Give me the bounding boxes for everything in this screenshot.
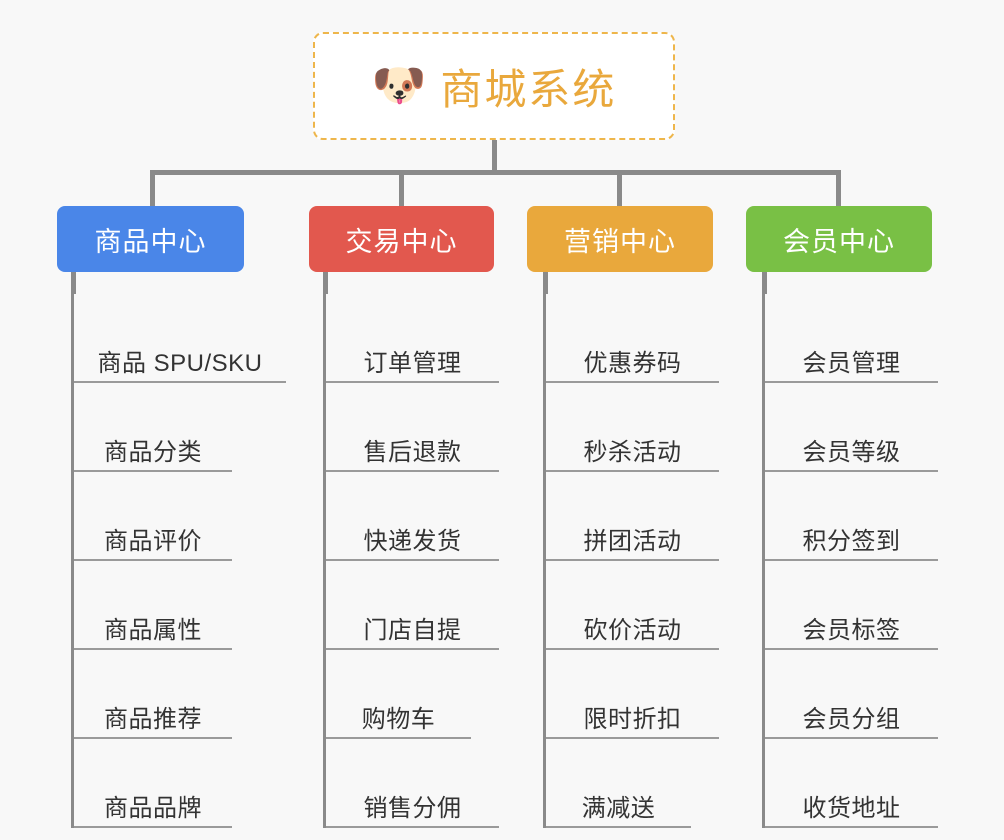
leaf-label: 售后退款: [363, 438, 462, 466]
leaf-item[interactable]: 会员标签: [765, 561, 938, 650]
leaf-label: 秒杀活动: [583, 438, 682, 466]
leaf-label: 拼团活动: [583, 527, 682, 555]
category-node-4[interactable]: 会员中心: [746, 206, 932, 272]
leaf-item[interactable]: 商品 SPU/SKU: [74, 294, 286, 383]
leaf-label: 商品品牌: [104, 794, 202, 822]
leaf-label: 购物车: [361, 705, 436, 733]
leaf-label: 快递发货: [363, 527, 462, 555]
leaf-column-3: 优惠券码 秒杀活动 拼团活动 砍价活动 限时折扣 满减送: [543, 294, 719, 828]
category-node-2[interactable]: 交易中心: [309, 206, 494, 272]
leaf-label: 收货地址: [802, 794, 901, 822]
root-title: 商城系统: [440, 65, 617, 113]
leaf-label: 销售分佣: [363, 794, 462, 822]
leaf-label: 会员分组: [802, 705, 901, 733]
leaf-label: 优惠券码: [583, 349, 682, 377]
leaf-label: 满减送: [581, 794, 656, 822]
leaf-item[interactable]: 砍价活动: [546, 561, 719, 650]
connector-root-stem: [492, 140, 497, 172]
leaf-label: 商品评价: [104, 527, 202, 555]
category-label-1: 商品中心: [94, 226, 207, 257]
leaf-item[interactable]: 优惠券码: [546, 294, 719, 383]
category-label-2: 交易中心: [345, 226, 458, 257]
leaf-label: 会员管理: [802, 349, 901, 377]
leaf-label: 会员等级: [802, 438, 901, 466]
leaf-label: 限时折扣: [583, 705, 682, 733]
leaf-column-2: 订单管理 售后退款 快递发货 门店自提 购物车 销售分佣: [323, 294, 499, 828]
leaf-item[interactable]: 收货地址: [765, 739, 938, 828]
connector-drop-2: [399, 170, 404, 206]
root-node[interactable]: 🐶 商城系统: [313, 32, 675, 140]
leaf-item[interactable]: 快递发货: [326, 472, 499, 561]
leaf-item[interactable]: 会员等级: [765, 383, 938, 472]
leaf-label: 商品属性: [104, 616, 202, 644]
leaf-item[interactable]: 满减送: [546, 739, 691, 828]
connector-drop-3: [617, 170, 622, 206]
leaf-item[interactable]: 商品分类: [74, 383, 232, 472]
leaf-item[interactable]: 商品评价: [74, 472, 232, 561]
leaf-item[interactable]: 限时折扣: [546, 650, 719, 739]
leaf-item[interactable]: 订单管理: [326, 294, 499, 383]
dog-face-icon: 🐶: [371, 61, 427, 110]
leaf-item[interactable]: 商品推荐: [74, 650, 232, 739]
leaf-label: 商品 SPU/SKU: [97, 349, 263, 377]
leaf-label: 门店自提: [363, 616, 462, 644]
leaf-item[interactable]: 拼团活动: [546, 472, 719, 561]
connector-stub-1: [71, 272, 76, 294]
category-node-3[interactable]: 营销中心: [527, 206, 713, 272]
leaf-column-4: 会员管理 会员等级 积分签到 会员标签 会员分组 收货地址: [762, 294, 938, 828]
category-label-4: 会员中心: [783, 226, 895, 257]
connector-drop-1: [150, 170, 155, 206]
leaf-label: 积分签到: [802, 527, 901, 555]
connector-drop-4: [836, 170, 841, 206]
leaf-item[interactable]: 秒杀活动: [546, 383, 719, 472]
leaf-label: 砍价活动: [583, 616, 682, 644]
leaf-label: 订单管理: [363, 349, 462, 377]
leaf-item[interactable]: 销售分佣: [326, 739, 499, 828]
leaf-item[interactable]: 售后退款: [326, 383, 499, 472]
connector-stub-2: [323, 272, 328, 294]
connector-horizontal-bus: [150, 170, 840, 175]
leaf-item[interactable]: 会员分组: [765, 650, 938, 739]
category-node-1[interactable]: 商品中心: [57, 206, 244, 272]
leaf-item[interactable]: 购物车: [326, 650, 471, 739]
leaf-item[interactable]: 门店自提: [326, 561, 499, 650]
leaf-label: 商品推荐: [104, 705, 202, 733]
leaf-item[interactable]: 商品品牌: [74, 739, 232, 828]
leaf-label: 会员标签: [802, 616, 901, 644]
category-label-3: 营销中心: [564, 226, 676, 257]
leaf-column-1: 商品 SPU/SKU 商品分类 商品评价 商品属性 商品推荐 商品品牌: [71, 294, 286, 828]
leaf-item[interactable]: 商品属性: [74, 561, 232, 650]
connector-stub-3: [543, 272, 548, 294]
connector-stub-4: [762, 272, 767, 294]
leaf-item[interactable]: 积分签到: [765, 472, 938, 561]
leaf-item[interactable]: 会员管理: [765, 294, 938, 383]
leaf-label: 商品分类: [104, 438, 202, 466]
